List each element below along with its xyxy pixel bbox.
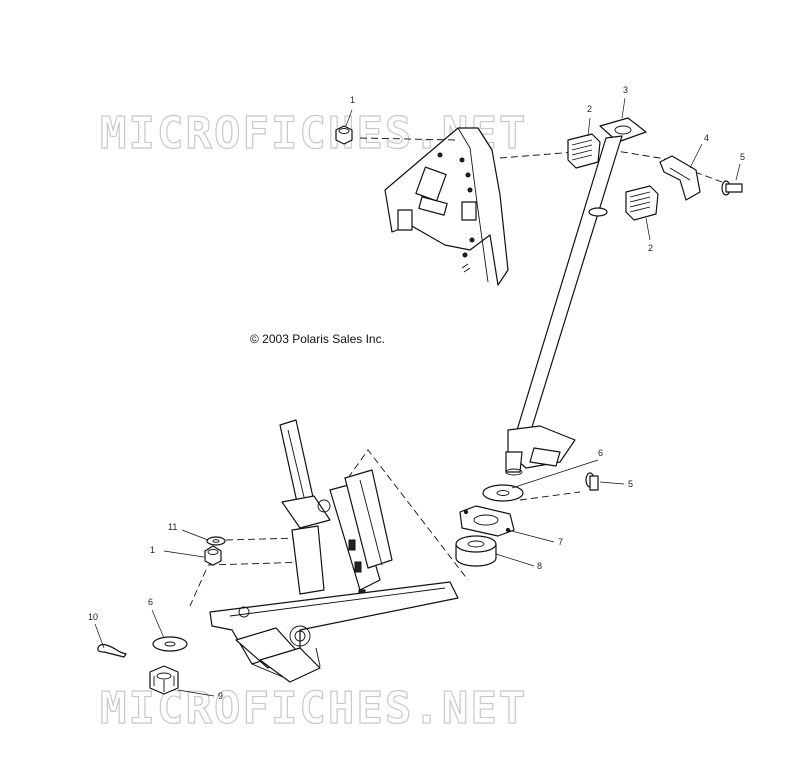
part-2-bushing-upper	[567, 133, 601, 169]
part-6-washer-right	[482, 484, 524, 502]
callout-11: 11	[168, 522, 177, 532]
callout-6-left: 6	[148, 597, 153, 607]
part-11-washer	[206, 536, 226, 546]
copyright-text: © 2003 Polaris Sales Inc.	[250, 332, 385, 346]
part-2-bushing-lower	[625, 185, 659, 221]
part-1-nut-top	[335, 125, 353, 145]
part-4-clamp	[659, 155, 701, 201]
part-9-castle-nut	[149, 665, 179, 695]
callout-6-right: 6	[598, 448, 603, 458]
lower-frame	[209, 419, 459, 683]
part-5-bolt-right	[585, 472, 599, 491]
part-3-steering-post	[505, 117, 647, 476]
part-8-bearing	[455, 535, 497, 567]
callout-9: 9	[218, 691, 223, 701]
callout-4: 4	[704, 133, 709, 143]
part-7-flange-plate	[459, 505, 515, 537]
callout-1-top: 1	[350, 95, 355, 105]
upper-frame-bracket	[384, 127, 509, 286]
callout-7: 7	[558, 537, 563, 547]
part-10-cotter-pin	[97, 643, 127, 658]
leader-lines	[94, 97, 741, 697]
callout-2-lower: 2	[648, 243, 653, 253]
callout-5-right: 5	[628, 479, 633, 489]
part-1-nut-left	[204, 545, 222, 566]
callout-2-upper: 2	[587, 104, 592, 114]
callout-5-top: 5	[740, 152, 745, 162]
callout-1-left: 1	[150, 545, 155, 555]
part-5-bolt-top	[721, 180, 743, 196]
callout-labels: 1 2 3 4 5 2 6 5 7 8 11 1 6 10 9	[88, 85, 745, 701]
callout-3: 3	[623, 85, 628, 95]
callout-10: 10	[88, 612, 98, 622]
part-6-washer-left	[152, 636, 188, 652]
callout-8: 8	[537, 561, 542, 571]
